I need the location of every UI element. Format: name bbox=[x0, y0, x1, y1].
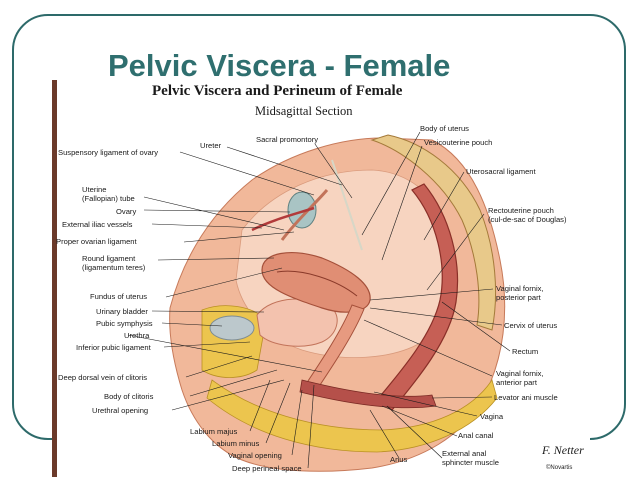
label-pubic-symphysis: Pubic symphysis bbox=[96, 319, 153, 328]
label-rectum: Rectum bbox=[512, 347, 539, 356]
label-sacral-promontory: Sacral promontory bbox=[256, 135, 319, 144]
urinary-bladder bbox=[256, 298, 338, 347]
label-uterosacral-ligament: Uterosacral ligament bbox=[466, 167, 536, 176]
anatomy-plate: Pelvic Viscera and Perineum of Female Mi… bbox=[52, 80, 590, 477]
label-external-iliac-vessels: External iliac vessels bbox=[62, 220, 133, 229]
plate-title: Pelvic Viscera and Perineum of Female bbox=[152, 83, 403, 99]
slide-title: Pelvic Viscera - Female bbox=[108, 48, 451, 83]
label-round-ligament-2: (ligamentum teres) bbox=[82, 263, 146, 272]
label-labium-minus: Labium minus bbox=[212, 439, 260, 448]
spine-edge bbox=[52, 80, 57, 477]
label-uterine-tube-2: (Fallopian) tube bbox=[82, 194, 135, 203]
label-rectouterine-pouch-2: (cul-de-sac of Douglas) bbox=[488, 215, 567, 224]
leader-lines bbox=[127, 131, 511, 469]
uterine-tube bbox=[280, 189, 329, 241]
ovary bbox=[287, 191, 317, 229]
external-iliac-vessels bbox=[251, 206, 315, 232]
label-vaginal-opening: Vaginal opening bbox=[228, 451, 282, 460]
label-external-anal-sphincter-2: sphincter muscle bbox=[442, 458, 499, 467]
label-anal-canal: Anal canal bbox=[458, 431, 494, 440]
label-uterine-tube-1: Uterine bbox=[82, 185, 107, 194]
label-levator-ani: Levator ani muscle bbox=[494, 393, 558, 402]
label-round-ligament-1: Round ligament bbox=[82, 254, 136, 263]
label-vagina: Vagina bbox=[480, 412, 504, 421]
label-vaginal-fornix-posterior-2: posterior part bbox=[496, 293, 541, 302]
sacrum bbox=[370, 134, 497, 331]
label-rectouterine-pouch-1: Rectouterine pouch bbox=[488, 206, 554, 215]
label-vaginal-fornix-anterior-2: anterior part bbox=[496, 378, 537, 387]
label-anus: Anus bbox=[390, 455, 408, 464]
uterine-cavity bbox=[276, 270, 358, 297]
levator-ani bbox=[299, 379, 437, 409]
label-vaginal-fornix-anterior-1: Vaginal fornix, bbox=[496, 369, 544, 378]
copyright: ©Novartis bbox=[546, 465, 573, 471]
label-ureter: Ureter bbox=[200, 141, 222, 150]
label-suspensory-ligament: Suspensory ligament of ovary bbox=[58, 148, 159, 157]
label-vaginal-fornix-posterior-1: Vaginal fornix, bbox=[496, 284, 544, 293]
label-inferior-pubic-ligament: Inferior pubic ligament bbox=[76, 343, 151, 352]
pubic-bone bbox=[209, 315, 255, 341]
label-deep-dorsal-vein: Deep dorsal vein of clitoris bbox=[58, 373, 148, 382]
label-fundus-of-uterus: Fundus of uterus bbox=[90, 292, 147, 301]
netter-signature: F. Netter bbox=[542, 443, 584, 457]
label-urinary-bladder: Urinary bladder bbox=[96, 307, 148, 316]
label-labium-majus: Labium majus bbox=[190, 427, 238, 436]
label-urethral-opening: Urethral opening bbox=[92, 406, 149, 415]
anatomy-illustration bbox=[52, 80, 511, 477]
plate-subtitle: Midsagittal Section bbox=[255, 104, 353, 118]
label-ovary: Ovary bbox=[116, 207, 137, 216]
perineal-fat bbox=[206, 379, 498, 453]
label-external-anal-sphincter-1: External anal bbox=[442, 449, 487, 458]
label-proper-ovarian-ligament: Proper ovarian ligament bbox=[56, 237, 137, 246]
label-body-of-uterus: Body of uterus bbox=[420, 124, 469, 133]
label-deep-perineal-space: Deep perineal space bbox=[232, 464, 302, 473]
label-vesicouterine-pouch: Vesicouterine pouch bbox=[424, 138, 493, 147]
ureter-line bbox=[331, 159, 363, 251]
label-cervix-of-uterus: Cervix of uterus bbox=[504, 321, 558, 330]
label-urethra: Urethra bbox=[124, 331, 150, 340]
label-body-of-clitoris: Body of clitoris bbox=[104, 392, 154, 401]
